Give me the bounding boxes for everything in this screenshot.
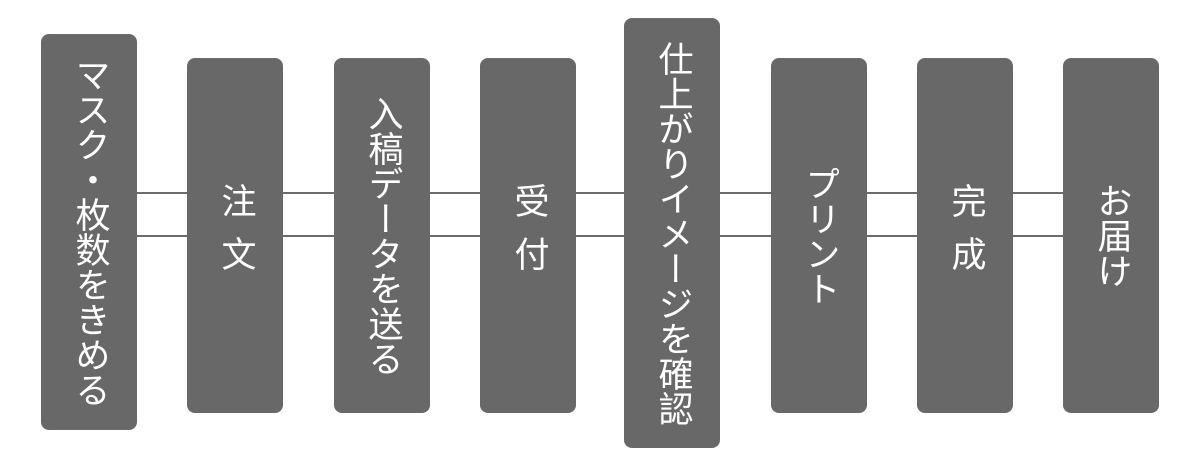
step-label: プリント — [799, 165, 840, 306]
step-label: 入稿データを送る — [362, 95, 403, 376]
step-label: マスク・枚数をきめる — [69, 57, 110, 407]
step-confirm-image: 仕上がりイメージを確認 — [624, 18, 720, 448]
step-complete: 完成 — [917, 58, 1013, 413]
step-submit-data: 入稿データを送る — [334, 58, 430, 413]
step-print: プリント — [771, 58, 867, 413]
step-label: 完成 — [945, 182, 986, 289]
step-delivery: お届け — [1063, 58, 1159, 413]
step-label: 仕上がりイメージを確認 — [652, 40, 693, 426]
step-label: 注文 — [215, 182, 256, 289]
step-label: お届け — [1091, 183, 1132, 288]
step-order: 注文 — [187, 58, 283, 413]
step-mask: マスク・枚数をきめる — [41, 34, 137, 430]
connector-line-bottom — [130, 235, 1076, 237]
connector-line-top — [130, 192, 1076, 194]
step-reception: 受付 — [480, 58, 576, 413]
step-label: 受付 — [508, 182, 549, 289]
